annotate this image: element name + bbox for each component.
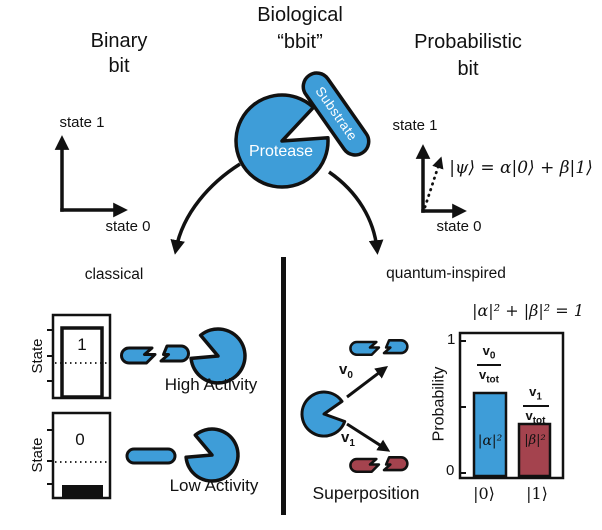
biological-bbit-title-line1: Biological [257,4,343,26]
state-axis-label-high: State [29,338,47,374]
v1-arrow [346,422,391,452]
beta-bar [517,422,552,478]
alpha-bar [472,391,508,478]
branch-arrow-classical [170,162,241,255]
ytick-0: 0 [446,462,455,479]
state0-digit: 0 [75,430,85,449]
state-axis-label-low: State [29,437,47,473]
cleaved-substrate-blue-icon [349,339,409,357]
v0-label: v0 [339,361,353,381]
probabilistic-bit-title-line2: bit [457,58,479,80]
intact-substrate-icon [125,447,177,465]
superposition-vector-arrow [423,156,444,209]
superposition-label: Superposition [312,483,420,503]
psi-equation: |ψ⟩ = α|0⟩ + β|1⟩ [449,158,593,178]
beta-squared-label: |β|² [524,433,546,448]
probabilistic-bit-title-line1: Probabilistic [414,31,522,53]
alpha-squared-label: |α|² [477,433,503,449]
binary-state0-label: state 0 [105,218,151,235]
binary-state1-label: state 1 [59,114,105,131]
protease-pacman-icon [234,93,330,189]
biological-bbit-title-line2: “bbit” [277,31,323,53]
probabilistic-axes [415,144,467,219]
state1-bar [60,326,104,399]
normalization-equation: |α|² + |β|² = 1 [472,301,584,320]
prob-state0-label: state 0 [436,218,482,235]
v1-label: v1 [341,429,355,449]
state0-bar [62,485,103,497]
binary-bit-title-line1: Binary [90,30,148,52]
classical-label: classical [84,266,144,283]
low-activity-label: Low Activity [169,476,259,495]
v0-over-vtot-fraction: v0 vtot [477,343,501,386]
state1-meter [47,313,112,400]
probability-axis-label: Probability [430,366,448,442]
quantum-inspired-label: quantum-inspired [386,265,506,282]
v1-over-vtot-fraction: v1 vtot [520,385,551,426]
ket0-xlabel: |0⟩ [473,484,495,503]
protease-low-activity-icon [184,427,240,483]
ket1-xlabel: |1⟩ [526,484,548,503]
v0-arrow [346,365,389,399]
state0-meter [47,411,112,500]
probability-chart-frame [458,331,565,480]
branch-arrow-quantum [328,170,384,255]
high-activity-label: High Activity [164,375,258,394]
prob-state1-label: state 1 [392,117,438,134]
protease-label: Protease [248,143,314,160]
protease-superposition-icon [300,390,347,438]
cleaved-substrate-icon [120,344,190,365]
binary-bit-title-line2: bit [108,55,130,77]
binary-axes [54,135,128,218]
panel-divider [281,257,286,515]
ytick-1: 1 [447,331,456,348]
protease-high-activity-icon [189,327,247,385]
substrate-capsule-icon [301,71,371,157]
state1-digit: 1 [77,335,87,354]
cleaved-substrate-red-icon [349,456,409,474]
